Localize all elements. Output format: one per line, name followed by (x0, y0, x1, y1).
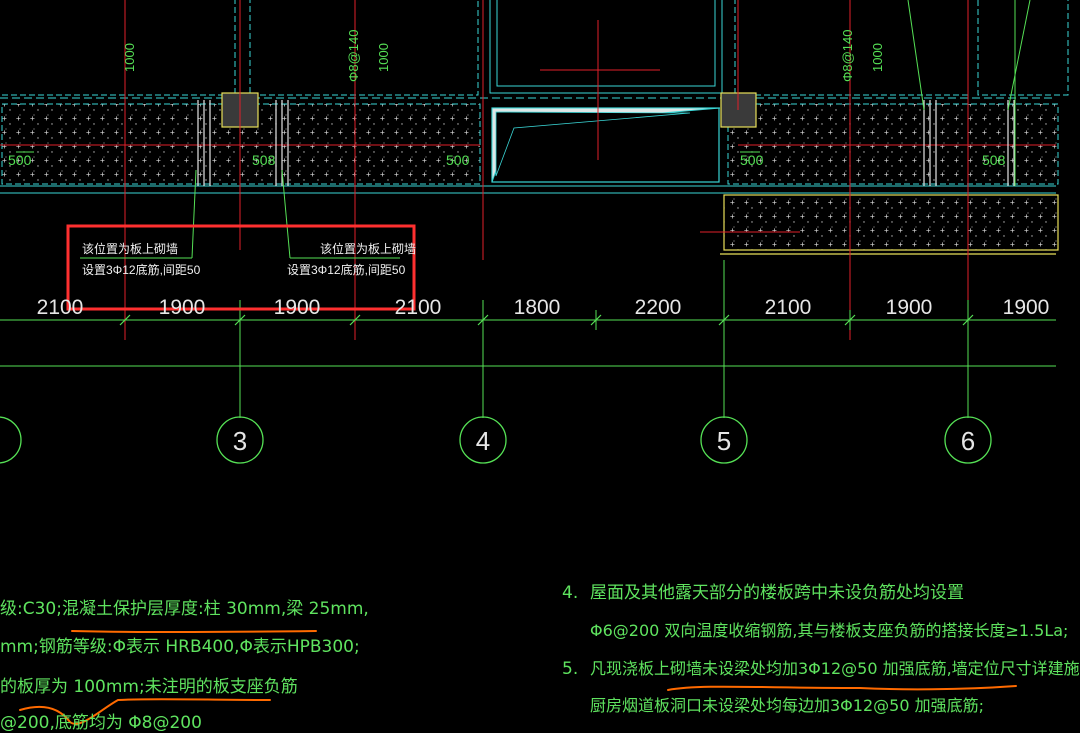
dimension-label: 2100 (765, 296, 812, 319)
axis-bubble-6 (944, 416, 992, 464)
axis-number-4: 4 (476, 426, 490, 456)
dimension-label: 2100 (37, 296, 84, 319)
note-item4-number: 4. (562, 583, 579, 603)
left-note-line1: 该位置为板上砌墙 (82, 241, 178, 256)
note-item5-line2: 厨房烟道板洞口未设梁处均每边加3Φ12@50 加强底筋; (590, 696, 984, 715)
green-lines (0, 0, 1056, 418)
axis-number-6: 6 (961, 426, 975, 456)
dimension-ticks (119, 314, 974, 326)
dimension-label: 2200 (635, 296, 682, 319)
stair-element (491, 107, 721, 183)
right-note-line2: 设置3Φ12底筋,间距50 (287, 262, 406, 277)
rebar-labels: 1000 Φ8@140 1000 Φ8@140 1000 (122, 30, 885, 83)
dimension-labels: 2100 1900 1900 2100 1800 2200 2100 1900 … (37, 296, 1050, 319)
note-left-line2: mm;钢筋等级:Φ表示 HRB400,Φ表示HPB300; (0, 637, 360, 657)
beam-lines (0, 97, 1056, 194)
axis-bubbles (0, 416, 992, 464)
opening-outline (489, 0, 723, 94)
note-item5-line1: 凡现浇板上砌墙未设梁处均加3Φ12@50 加强底筋,墙定位尺寸详建施 (590, 659, 1080, 678)
dimension-label: 1800 (514, 296, 561, 319)
slab-label: 508 (252, 152, 276, 168)
axis-bubble-3 (216, 416, 264, 464)
hand-underlines (19, 630, 1017, 725)
slab-label: 500 (8, 152, 32, 168)
note-left-line1: 级:C30;混凝土保护层厚度:柱 30mm,梁 25mm, (0, 599, 369, 619)
dimension-label: 2100 (395, 296, 442, 319)
annotation-box: 该位置为板上砌墙 设置3Φ12底筋,间距50 该位置为板上砌墙 设置3Φ12底筋… (66, 224, 416, 311)
note-left-line3: 的板厚为 100mm;未注明的板支座负筋 (0, 677, 298, 697)
note-item4-line1: 屋面及其他露天部分的楼板跨中未设负筋处均设置 (590, 583, 964, 603)
label-mid-1000: 1000 (376, 43, 391, 72)
red-lines (0, 0, 1056, 340)
label-right-1000: 1000 (870, 43, 885, 72)
axis-number-3: 3 (233, 426, 247, 456)
note-item4-line2: Φ6@200 双向温度收缩钢筋,其与楼板支座负筋的搭接长度≥1.5La; (590, 621, 1069, 640)
dimension-label: 1900 (886, 296, 933, 319)
slab-label: 508 (982, 152, 1006, 168)
left-note-line2: 设置3Φ12底筋,间距50 (82, 262, 201, 277)
axis-numbers: 3 4 5 6 (233, 426, 975, 456)
dimension-label: 1900 (1003, 296, 1050, 319)
label-left-1000: 1000 (122, 43, 137, 72)
label-right-phi: Φ8@140 (840, 30, 855, 83)
axis-bubble-4 (459, 416, 507, 464)
axis-number-5: 5 (717, 426, 731, 456)
right-note-line1: 该位置为板上砌墙 (320, 241, 416, 256)
note-left-line4: @200,底筋均为 Φ8@200 (0, 713, 202, 733)
slab-labels: 500 508 500 500 508 (8, 152, 1006, 168)
axis-bubble-5 (700, 416, 748, 464)
upper-slab-outlines (0, 0, 1069, 96)
axis-bubble-partial (0, 416, 22, 464)
slab-label: 500 (740, 152, 764, 168)
cad-drawing: + (0, 0, 1069, 725)
note-item5-number: 5. (562, 659, 579, 679)
dimension-label: 1900 (159, 296, 206, 319)
label-mid-phi: Φ8@140 (346, 30, 361, 83)
slab-label: 500 (446, 152, 470, 168)
dimension-label: 1900 (274, 296, 321, 319)
